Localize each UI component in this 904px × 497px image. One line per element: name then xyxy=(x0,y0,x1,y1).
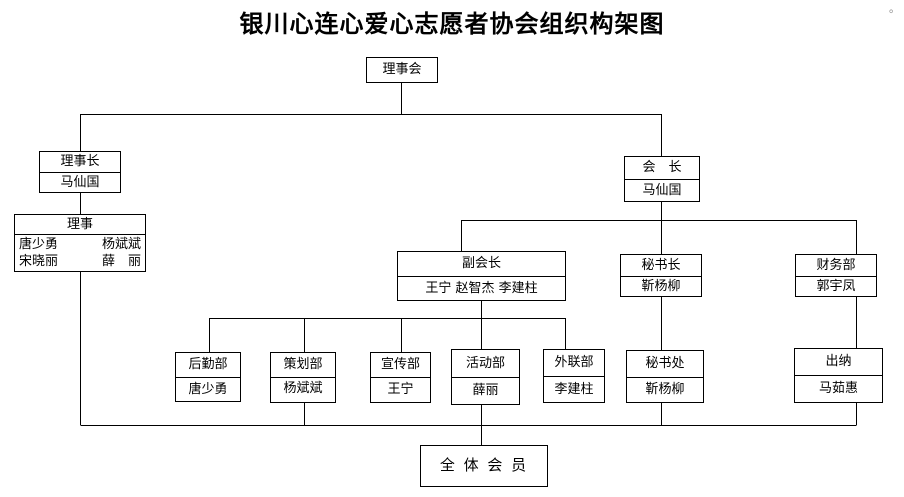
all-members-label: 全 体 会 员 xyxy=(439,456,529,474)
dept-activities-title: 活动部 xyxy=(465,356,505,371)
dept-planning-title: 策划部 xyxy=(283,357,323,372)
vice-president-title: 副会长 xyxy=(461,256,501,271)
cashier-title: 出纳 xyxy=(825,354,852,369)
directors-row-2: 宋晓丽 薛 丽 xyxy=(15,253,145,271)
dept-external-name: 李建柱 xyxy=(544,376,604,402)
director-name: 薛 丽 xyxy=(101,254,141,269)
director-name: 宋晓丽 xyxy=(19,254,59,269)
corner-mark: 。 xyxy=(889,2,900,15)
president-title: 会 长 xyxy=(642,160,682,175)
directors-row-1: 唐少勇 杨斌斌 xyxy=(15,234,145,253)
secretary-general-box: 秘书长 靳杨柳 xyxy=(620,254,702,297)
secretary-general-name: 靳杨柳 xyxy=(621,276,701,296)
finance-dept-title: 财务部 xyxy=(816,258,856,273)
chairman-name: 马仙国 xyxy=(40,172,120,192)
directors-title: 理事 xyxy=(66,217,93,232)
finance-dept-box: 财务部 郭宇凤 xyxy=(795,254,877,297)
dept-planning-box: 策划部 杨斌斌 xyxy=(270,352,336,403)
chairman-title: 理事长 xyxy=(60,154,100,169)
president-name: 马仙国 xyxy=(625,179,699,201)
secretary-general-title: 秘书长 xyxy=(641,258,681,273)
all-members-box: 全 体 会 员 xyxy=(420,445,548,487)
council-box: 理事会 xyxy=(366,57,438,83)
council-label: 理事会 xyxy=(382,62,422,77)
chairman-box: 理事长 马仙国 xyxy=(39,151,121,193)
finance-dept-name: 郭宇凤 xyxy=(796,276,876,296)
dept-planning-name: 杨斌斌 xyxy=(271,377,335,402)
directors-box: 理事 唐少勇 杨斌斌 宋晓丽 薛 丽 xyxy=(14,214,146,272)
vice-president-box: 副会长 王宁 赵智杰 李建柱 xyxy=(397,251,566,301)
dept-publicity-name: 王宁 xyxy=(371,377,430,402)
dept-publicity-box: 宣传部 王宁 xyxy=(370,352,431,403)
cashier-box: 出纳 马茹惠 xyxy=(794,348,883,403)
dept-logistics-box: 后勤部 唐少勇 xyxy=(175,352,241,402)
secretariat-name: 靳杨柳 xyxy=(627,377,703,402)
cashier-name: 马茹惠 xyxy=(795,375,882,402)
secretariat-title: 秘书处 xyxy=(645,356,685,371)
chart-title: 银川心连心爱心志愿者协会组织构架图 xyxy=(239,9,665,38)
secretariat-box: 秘书处 靳杨柳 xyxy=(626,350,704,403)
dept-logistics-name: 唐少勇 xyxy=(176,377,240,401)
director-name: 杨斌斌 xyxy=(101,237,141,252)
dept-publicity-title: 宣传部 xyxy=(380,357,420,372)
president-box: 会 长 马仙国 xyxy=(624,156,700,202)
dept-logistics-title: 后勤部 xyxy=(188,357,228,372)
director-name: 唐少勇 xyxy=(19,237,59,252)
dept-activities-name: 薛丽 xyxy=(452,377,519,404)
dept-external-box: 外联部 李建柱 xyxy=(543,349,605,403)
vice-president-names: 王宁 赵智杰 李建柱 xyxy=(398,276,565,300)
dept-external-title: 外联部 xyxy=(554,355,594,370)
dept-activities-box: 活动部 薛丽 xyxy=(451,349,520,405)
